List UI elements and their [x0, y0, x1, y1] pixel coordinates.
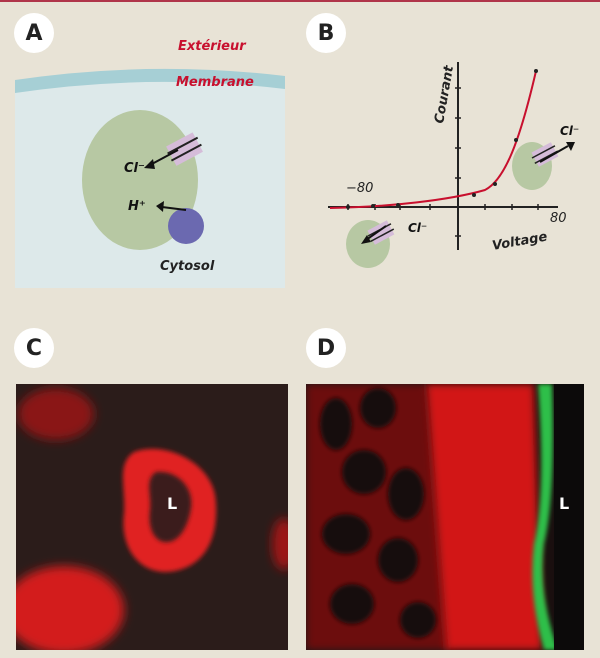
- cl-right-label: Cl⁻: [560, 124, 579, 138]
- membrane-label: Membrane: [176, 75, 254, 90]
- panel-c-label: C: [14, 328, 54, 368]
- panel-a-diagram: Extérieur Membrane Cl⁻ H⁺ Cytosol: [15, 39, 285, 288]
- lumen-label-d: L: [559, 494, 570, 513]
- data-points: [346, 69, 538, 209]
- cl-arrowhead: [144, 159, 155, 169]
- panel-d-micrograph: L: [306, 384, 584, 650]
- h-arrowhead: [156, 201, 164, 212]
- y-axis-label: Courant: [432, 64, 457, 125]
- panel-c-micrograph: L: [16, 384, 288, 650]
- x-axis-label: Voltage: [491, 229, 549, 253]
- h-arrow: [161, 206, 187, 211]
- pos-tick-label: 80: [550, 211, 567, 226]
- y-ticks: [455, 87, 461, 237]
- exterior-label: Extérieur: [178, 39, 247, 54]
- panel-d-label: D: [306, 328, 346, 368]
- panel-b-label: B: [306, 13, 346, 53]
- chloride-channel: [166, 132, 203, 166]
- cl-arrow: [149, 149, 179, 166]
- proton-pump: [168, 208, 204, 244]
- cl-ion-label: Cl⁻: [124, 161, 145, 176]
- cl-left-label: Cl⁻: [408, 221, 427, 235]
- top-rule: [0, 0, 600, 2]
- panel-b-iv-plot: Courant Voltage −80 80 Cl⁻ Cl⁻: [328, 62, 579, 268]
- lumen-label-c: L: [167, 494, 178, 513]
- neg-tick-label: −80: [346, 181, 373, 196]
- h-ion-label: H⁺: [128, 199, 146, 214]
- membrane-band: [15, 68, 285, 93]
- cytosol-label: Cytosol: [160, 259, 215, 274]
- panel-a-label: A: [14, 13, 54, 53]
- iv-curve: [329, 70, 537, 209]
